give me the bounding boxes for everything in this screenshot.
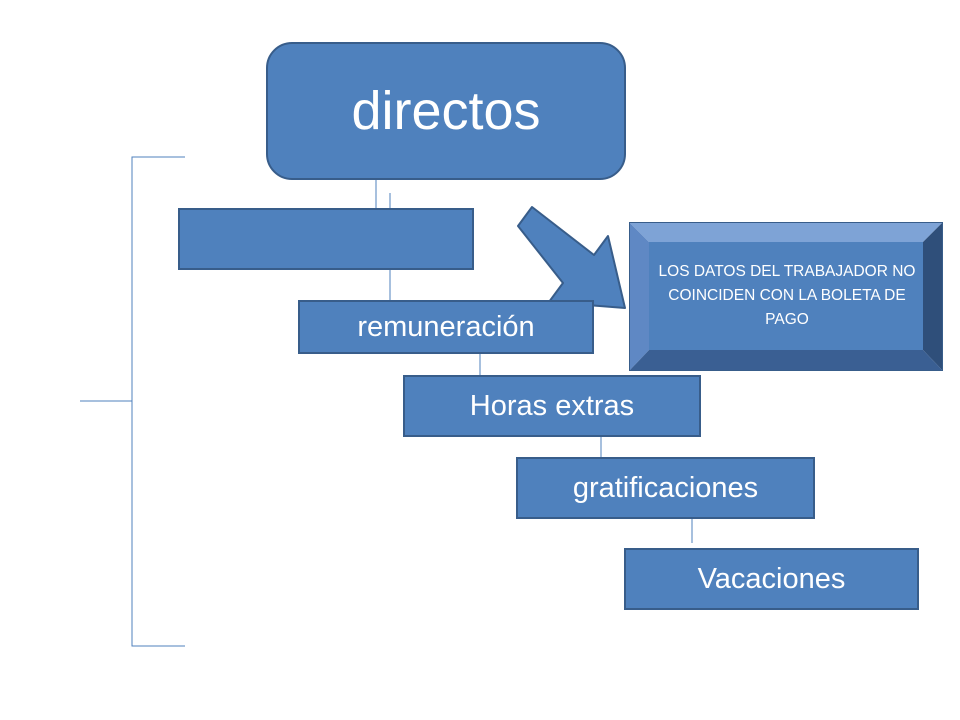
node-blank [178,208,474,270]
node-vacaciones: Vacaciones [624,548,919,610]
arrow-icon [517,206,626,309]
callout-bevel [629,222,943,371]
callout-label: LOS DATOS DEL TRABAJADOR NO COINCIDEN CO… [658,263,916,328]
node-horas-extras: Horas extras [403,375,701,437]
node-directos-label: directos [351,81,541,141]
node-directos: directos [266,42,626,180]
node-gratificaciones: gratificaciones [516,457,815,519]
node-remuneracion-label: remuneración [357,310,535,343]
node-gratificaciones-label: gratificaciones [572,471,759,504]
callout-text: LOS DATOS DEL TRABAJADOR NO COINCIDEN CO… [650,242,924,350]
node-remuneracion: remuneración [298,300,594,354]
node-horas-extras-label: Horas extras [469,389,635,422]
node-vacaciones-label: Vacaciones [697,562,846,595]
